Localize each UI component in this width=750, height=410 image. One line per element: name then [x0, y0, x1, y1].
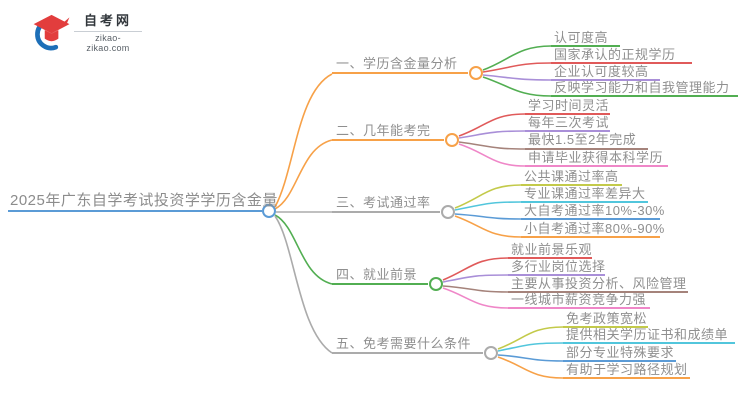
leaf-3-3-label: 大自考通过率10%-30% [524, 203, 665, 218]
connector-leaf-2-1 [458, 113, 526, 137]
logo-title: 自考网 [83, 12, 132, 28]
connector-leaf-1-1 [482, 45, 552, 71]
connector-branch-2 [274, 139, 333, 210]
branch-2-label: 二、几年能考完 [336, 123, 431, 138]
leaf-3-4-label: 小自考通过率80%-90% [524, 221, 665, 236]
connector-leaf-2-3 [458, 141, 526, 150]
leaf-1-2-label: 国家承认的正规学历 [554, 47, 676, 62]
leaf-1-1-label: 认可度高 [554, 30, 609, 45]
leaf-2-4-label: 申请毕业获得本科学历 [528, 150, 664, 165]
leaf-5-4-label: 有助于学习路径规划 [566, 362, 688, 377]
leaf-5-3-label: 部分专业特殊要求 [566, 345, 675, 360]
branch-1-label: 一、学历含金量分析 [336, 56, 458, 71]
branch-5-label: 五、免考需要什么条件 [336, 336, 472, 351]
branch-3-label: 三、考试通过率 [336, 195, 431, 210]
connector-leaf-4-2 [442, 274, 509, 283]
branch-4-node-toggle[interactable] [429, 277, 443, 291]
connector-leaf-4-1 [442, 257, 509, 281]
connector-leaf-3-4 [454, 215, 522, 238]
logo-divider [74, 30, 142, 32]
connector-leaf-2-4 [458, 143, 526, 167]
leaf-4-3-label: 主要从事投资分析、风险管理 [511, 276, 687, 291]
connector-branch-5 [274, 215, 333, 354]
branch-5-node-toggle[interactable] [484, 346, 498, 360]
connector-leaf-1-4 [482, 76, 552, 97]
leaf-1-4-label: 反映学习能力和自我管理能力 [554, 80, 730, 95]
connector-leaf-2-2 [458, 130, 526, 139]
connector-branch-1 [274, 73, 333, 208]
branch-2-node-toggle[interactable] [445, 133, 459, 147]
leaf-4-1-label: 就业前景乐观 [511, 242, 593, 257]
connector-leaf-3-3 [454, 213, 522, 220]
connector-leaf-4-4 [442, 287, 509, 309]
leaf-2-3-label: 最快1.5至2年完成 [528, 132, 637, 147]
connector-leaf-5-3 [497, 354, 564, 362]
leaf-5-2-label: 提供相关学历证书和成绩单 [566, 327, 729, 342]
logo-domain: zikao-zikao.com [86, 32, 130, 53]
leaf-3-1-label: 公共课通过率高 [524, 169, 619, 184]
connector-leaf-4-3 [442, 285, 509, 293]
connector-branch-4 [274, 214, 333, 285]
connector-leaf-5-4 [497, 356, 564, 379]
graduation-cap-swoosh-icon [33, 14, 70, 51]
connector-leaf-5-2 [497, 342, 564, 352]
branch-3-node-toggle[interactable] [441, 205, 455, 219]
leaf-4-2-label: 多行业岗位选择 [511, 259, 606, 274]
connector-leaf-3-1 [454, 184, 522, 209]
leaf-3-2-label: 专业课通过率差异大 [524, 186, 646, 201]
leaf-5-1-label: 免考政策宽松 [566, 311, 648, 326]
root-node-toggle[interactable] [262, 204, 276, 218]
connector-leaf-1-2 [482, 62, 552, 73]
leaf-1-3-label: 企业认可度较高 [554, 64, 649, 79]
site-logo: 自考网 zikao-zikao.com [26, 8, 142, 54]
leaf-2-1-label: 学习时间灵活 [528, 98, 610, 113]
branch-4-label: 四、就业前景 [336, 267, 418, 282]
branch-1-node-toggle[interactable] [469, 66, 483, 80]
connector-leaf-3-2 [454, 201, 522, 211]
root-node-label: 2025年广东自学考试投资学学历含金量 [10, 192, 278, 209]
connector-leaf-5-1 [497, 326, 564, 350]
connector-leaf-1-3 [482, 74, 552, 81]
leaf-4-4-label: 一线城市薪资竞争力强 [511, 292, 647, 307]
leaf-2-2-label: 每年三次考试 [528, 115, 610, 130]
